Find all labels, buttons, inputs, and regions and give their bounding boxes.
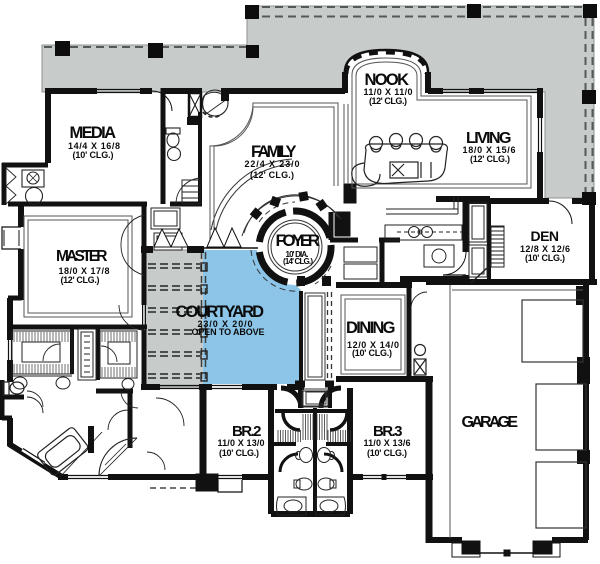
svg-text:18/0 X 17/8: 18/0 X 17/8 bbox=[59, 266, 110, 276]
svg-text:BR.2: BR.2 bbox=[232, 423, 262, 440]
svg-text:COURTYARD: COURTYARD bbox=[176, 303, 265, 321]
svg-text:(12' CLG.): (12' CLG.) bbox=[369, 96, 407, 106]
svg-text:22/4 X 23/0: 22/4 X 23/0 bbox=[245, 159, 300, 169]
svg-text:DINING: DINING bbox=[346, 319, 396, 337]
svg-text:MASTER: MASTER bbox=[56, 248, 108, 265]
svg-text:(10' CLG.): (10' CLG.) bbox=[73, 150, 114, 160]
svg-text:14/4 X 16/8: 14/4 X 16/8 bbox=[68, 141, 120, 151]
svg-text:11/0 X 13/6: 11/0 X 13/6 bbox=[364, 438, 411, 448]
svg-text:11/0 X 11/0: 11/0 X 11/0 bbox=[364, 87, 413, 97]
svg-text:(12' CLG.): (12' CLG.) bbox=[250, 170, 294, 180]
svg-text:BR.3: BR.3 bbox=[373, 423, 403, 440]
svg-text:23/0 X 20/0: 23/0 X 20/0 bbox=[198, 319, 253, 329]
svg-text:10' DIA.: 10' DIA. bbox=[286, 250, 309, 259]
svg-text:DEN: DEN bbox=[531, 228, 560, 244]
svg-text:(10' CLG.): (10' CLG.) bbox=[367, 448, 407, 458]
svg-text:(10' CLG.): (10' CLG.) bbox=[525, 253, 565, 263]
svg-text:(14' CLG.): (14' CLG.) bbox=[283, 257, 313, 266]
svg-text:12/8 X 12/6: 12/8 X 12/6 bbox=[520, 244, 570, 254]
svg-text:(12' CLG.): (12' CLG.) bbox=[61, 275, 100, 285]
svg-text:(10' CLG.): (10' CLG.) bbox=[352, 348, 392, 358]
svg-text:LIVING: LIVING bbox=[466, 130, 512, 147]
svg-text:18/0 X 15/6: 18/0 X 15/6 bbox=[463, 145, 516, 155]
svg-text:MEDIA: MEDIA bbox=[70, 124, 117, 142]
svg-text:(12' CLG.): (12' CLG.) bbox=[470, 154, 510, 164]
svg-text:11/0 X 13/0: 11/0 X 13/0 bbox=[218, 438, 265, 448]
svg-text:12/0 X 14/0: 12/0 X 14/0 bbox=[347, 340, 399, 350]
svg-text:FAMILY: FAMILY bbox=[251, 143, 297, 161]
svg-text:OPEN TO ABOVE: OPEN TO ABOVE bbox=[192, 327, 265, 337]
svg-text:NOOK: NOOK bbox=[365, 71, 410, 89]
svg-text:GARAGE: GARAGE bbox=[462, 414, 519, 431]
svg-text:(10' CLG.): (10' CLG.) bbox=[219, 448, 259, 458]
svg-text:FOYER: FOYER bbox=[276, 231, 321, 250]
